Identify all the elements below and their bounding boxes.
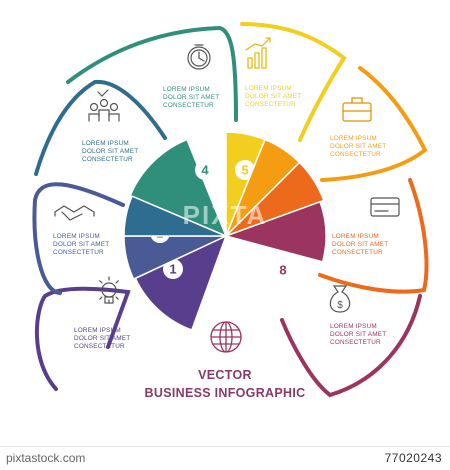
outline-arc-1 [34, 286, 131, 391]
lightbulb-icon [95, 276, 123, 304]
segment-label-line: CONSECTETUR [53, 249, 104, 257]
money-bag-icon: $ [329, 285, 351, 313]
segment-label-line: DOLOR SIT AMET [163, 94, 220, 102]
segment-label-line: LOREM IPSUM [163, 86, 210, 93]
segment-label-line: LOREM IPSUM [330, 323, 377, 330]
globe-icon [210, 321, 242, 353]
clock-icon [187, 44, 211, 70]
segment-label-line: DOLOR SIT AMET [245, 93, 302, 101]
segment-number-badge-1 [163, 259, 183, 279]
outline-arc-2 [32, 182, 125, 295]
segment-label-line: CONSECTETUR [163, 102, 214, 110]
watermark: PIXTA [182, 200, 268, 230]
segment-number-badge-8 [273, 260, 293, 280]
segment-label-line: LOREM IPSUM [53, 233, 100, 240]
credit-card-icon [370, 197, 400, 217]
outline-arc-8 [280, 294, 422, 398]
segment-label-line: DOLOR SIT AMET [332, 241, 389, 249]
segment-wedge-1 [134, 234, 228, 331]
segment-label-line: LOREM IPSUM [332, 233, 379, 240]
outline-arc-6 [320, 66, 428, 182]
footer-bar: pixtastock.com 77020243 [0, 446, 450, 470]
segment-label-line: LOREM IPSUM [245, 85, 292, 92]
svg-text:$: $ [337, 300, 343, 311]
segment-label-line: DOLOR SIT AMET [74, 335, 131, 343]
segment-label-line: CONSECTETUR [330, 339, 381, 347]
segment-label-line: DOLOR SIT AMET [82, 148, 139, 156]
handshake-icon [54, 205, 95, 221]
segment-label-line: CONSECTETUR [74, 343, 125, 351]
outline-arc-5 [240, 22, 347, 142]
segment-number-5: 5 [241, 163, 248, 178]
outline-arc-4 [66, 25, 238, 122]
segment-label-line: CONSECTETUR [332, 249, 383, 257]
briefcase-icon [342, 97, 372, 122]
segment-number-badge-4 [195, 160, 215, 180]
footer-stock-id: 77020243 [384, 451, 442, 465]
segment-label-line: CONSECTETUR [245, 101, 296, 109]
growth-chart-icon [245, 37, 271, 69]
segment-wedge-4 [129, 138, 228, 238]
segment-number-4: 4 [201, 163, 209, 178]
segment-number-1: 1 [169, 262, 176, 277]
title-line-2: BUSINESS INFOGRAPHIC [144, 386, 306, 400]
segment-label-line: DOLOR SIT AMET [330, 143, 387, 151]
segment-label-line: LOREM IPSUM [330, 135, 377, 142]
segment-label-line: CONSECTETUR [330, 151, 381, 159]
outline-arc-7 [318, 178, 429, 294]
segment-wedge-8 [223, 200, 327, 263]
outline-arc-3 [34, 79, 167, 176]
title-line-1: VECTOR [198, 368, 252, 382]
segment-label-line: DOLOR SIT AMET [330, 331, 387, 339]
segment-label-line: LOREM IPSUM [82, 140, 129, 147]
segment-wedge-7 [225, 161, 325, 237]
footer-brand: pixtastock.com [6, 451, 86, 465]
team-icon [88, 89, 120, 122]
segment-number-8: 8 [279, 263, 286, 278]
segment-label-line: CONSECTETUR [82, 156, 133, 164]
segment-label-line: DOLOR SIT AMET [53, 241, 110, 249]
segment-label-line: LOREM IPSUM [74, 327, 121, 334]
